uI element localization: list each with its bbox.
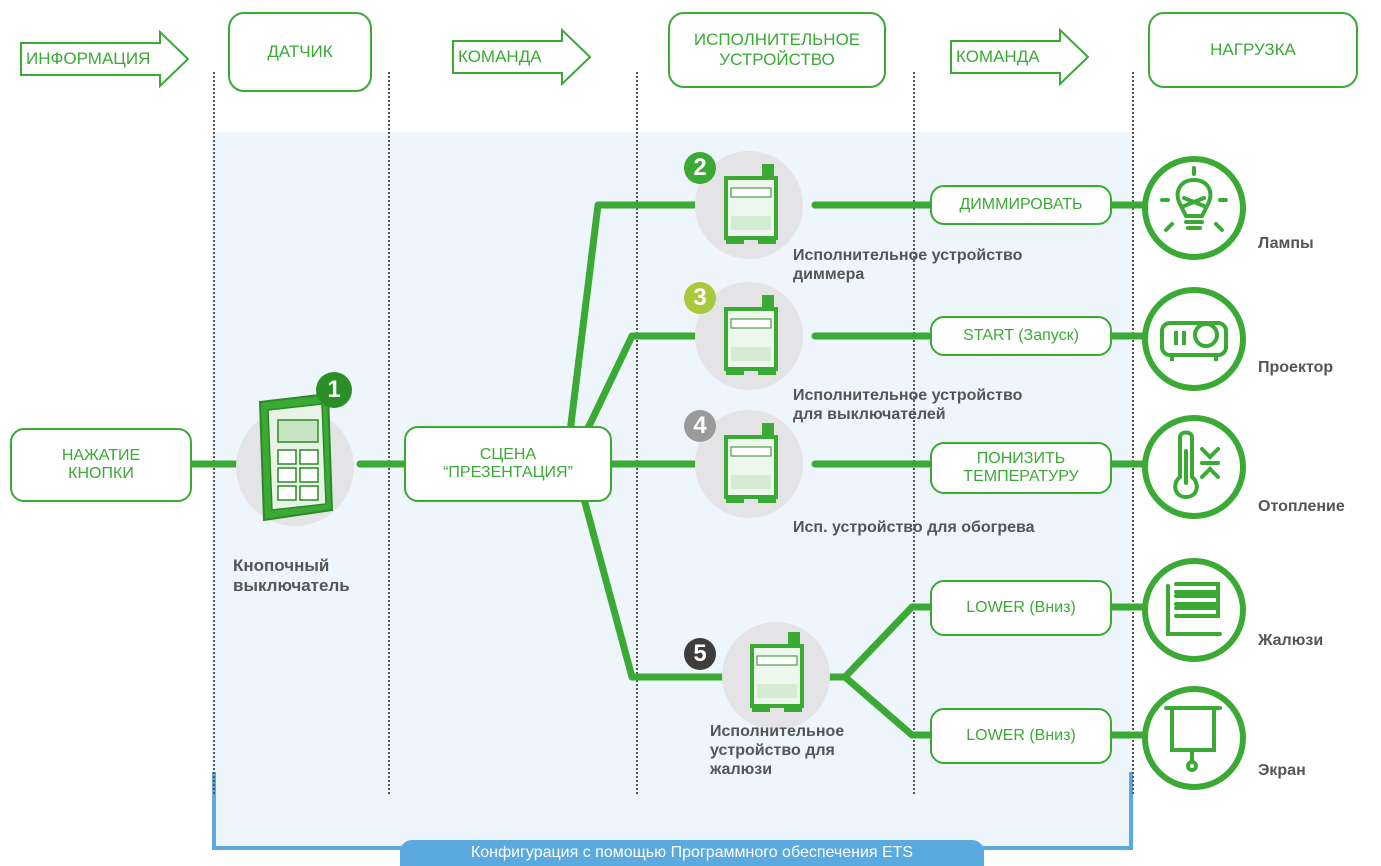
badge-number: 3: [693, 284, 707, 311]
header-command-arrow: КОМАНДА: [452, 28, 592, 86]
load-label-projector: Проектор: [1258, 358, 1333, 377]
push-button-icon: [258, 392, 334, 522]
actuator-label-line: устройство для: [710, 742, 835, 760]
command-lower-temp: ПОНИЗИТЬ ТЕМПЕРАТУРУ: [930, 442, 1112, 494]
command-dim: ДИММИРОВАТЬ: [930, 185, 1112, 225]
command-label-line1: ПОНИЗИТЬ: [976, 449, 1066, 467]
load-name: Отопление: [1258, 498, 1345, 515]
badge-number: 2: [693, 154, 707, 181]
load-circle-screen: [1142, 686, 1246, 790]
command-label: START (Запуск): [963, 326, 1079, 344]
actuator-label-heating: Исп. устройство для обогрева: [793, 518, 1035, 537]
actuator-label-switch: Исполнительное устройство для выключател…: [793, 386, 1022, 424]
separator-line: [1132, 72, 1134, 794]
separator-line: [636, 72, 638, 794]
actuator-label-line: диммера: [793, 266, 865, 284]
button-press-line1: НАЖАТИЕ: [61, 446, 141, 464]
actuator-label-line: для выключателей: [793, 406, 946, 424]
ets-configuration-label: Конфигурация с помощью Программного обес…: [470, 844, 914, 861]
header-actuator-line1: ИСПОЛНИТЕЛЬНОЕ: [693, 30, 861, 50]
button-press-box: НАЖАТИЕ КНОПКИ: [10, 428, 192, 502]
switch-label-line1: Кнопочный: [233, 556, 330, 575]
load-label-lamps: Лампы: [1258, 234, 1314, 253]
actuator-module-icon: [750, 632, 804, 712]
load-name: Экран: [1258, 762, 1306, 779]
actuator-module-icon: [724, 423, 778, 503]
actuator-label-line: Исп. устройство для обогрева: [793, 519, 1035, 536]
load-name: Лампы: [1258, 235, 1314, 252]
switch-label: Кнопочный выключатель: [233, 556, 350, 597]
actuator-label-line: Исполнительное: [710, 723, 845, 740]
actuator-label-blinds: Исполнительное устройство для жалюзи: [710, 722, 844, 780]
header-actuator: ИСПОЛНИТЕЛЬНОЕ УСТРОЙСТВО: [668, 12, 886, 88]
step-badge-3: 3: [684, 282, 716, 314]
blinds-icon: [1166, 582, 1222, 636]
button-press-line2: КНОПКИ: [68, 465, 134, 482]
load-name: Проектор: [1258, 359, 1334, 376]
command-label: LOWER (Вниз): [966, 598, 1076, 616]
header-sensor-label: ДАТЧИК: [267, 42, 333, 62]
lamp-icon: [1160, 166, 1228, 232]
header-actuator-line2: УСТРОЙСТВО: [719, 50, 835, 69]
command-label: ДИММИРОВАТЬ: [959, 195, 1083, 213]
screen-icon: [1164, 706, 1222, 772]
step-badge-4: 4: [684, 410, 716, 442]
header-info-label: ИНФОРМАЦИЯ: [26, 49, 151, 68]
actuator-module-icon: [724, 295, 778, 375]
actuator-label-dimmer: Исполнительное устройство диммера: [793, 246, 1022, 284]
scene-line2: “ПРЕЗЕНТАЦИЯ”: [443, 464, 573, 481]
actuator-module-icon: [724, 164, 778, 244]
load-name: Жалюзи: [1258, 632, 1324, 649]
header-load: НАГРУЗКА: [1148, 12, 1358, 88]
step-badge-2: 2: [684, 152, 716, 184]
header-command2-arrow: КОМАНДА: [950, 28, 1090, 86]
thermometer-icon: [1173, 430, 1220, 500]
separator-line: [913, 72, 915, 794]
switch-label-line2: выключатель: [233, 576, 350, 596]
separator-line: [388, 72, 390, 794]
scene-line1: СЦЕНА: [479, 445, 537, 463]
command-lower-screen: LOWER (Вниз): [930, 708, 1112, 764]
badge-number: 5: [693, 640, 707, 667]
projector-icon: [1160, 321, 1228, 361]
actuator-label-line: Исполнительное устройство: [793, 387, 1023, 404]
scene-box: СЦЕНА “ПРЕЗЕНТАЦИЯ”: [404, 426, 612, 502]
command-label-line2: ТЕМПЕРАТУРУ: [963, 468, 1079, 485]
header-load-label: НАГРУЗКА: [1210, 40, 1296, 60]
separator-line: [213, 72, 215, 794]
actuator-label-line: жалюзи: [710, 761, 773, 779]
header-command-label: КОМАНДА: [458, 47, 542, 66]
load-circle-heating: [1142, 415, 1246, 519]
header-command2-label: КОМАНДА: [956, 47, 1040, 66]
load-label-screen: Экран: [1258, 761, 1306, 780]
step-badge-1: 1: [316, 372, 352, 408]
command-start: START (Запуск): [930, 316, 1112, 356]
header-info-arrow: ИНФОРМАЦИЯ: [20, 30, 190, 88]
ets-configuration-banner: Конфигурация с помощью Программного обес…: [400, 840, 984, 866]
command-lower-blinds: LOWER (Вниз): [930, 580, 1112, 636]
actuator-label-line: Исполнительное устройство: [793, 247, 1023, 264]
header-sensor: ДАТЧИК: [228, 12, 372, 92]
load-label-heating: Отопление: [1258, 497, 1345, 516]
badge-number: 1: [327, 376, 341, 403]
command-label: LOWER (Вниз): [966, 726, 1076, 744]
load-label-blinds: Жалюзи: [1258, 631, 1323, 650]
step-badge-5: 5: [684, 638, 716, 670]
badge-number: 4: [693, 412, 707, 439]
